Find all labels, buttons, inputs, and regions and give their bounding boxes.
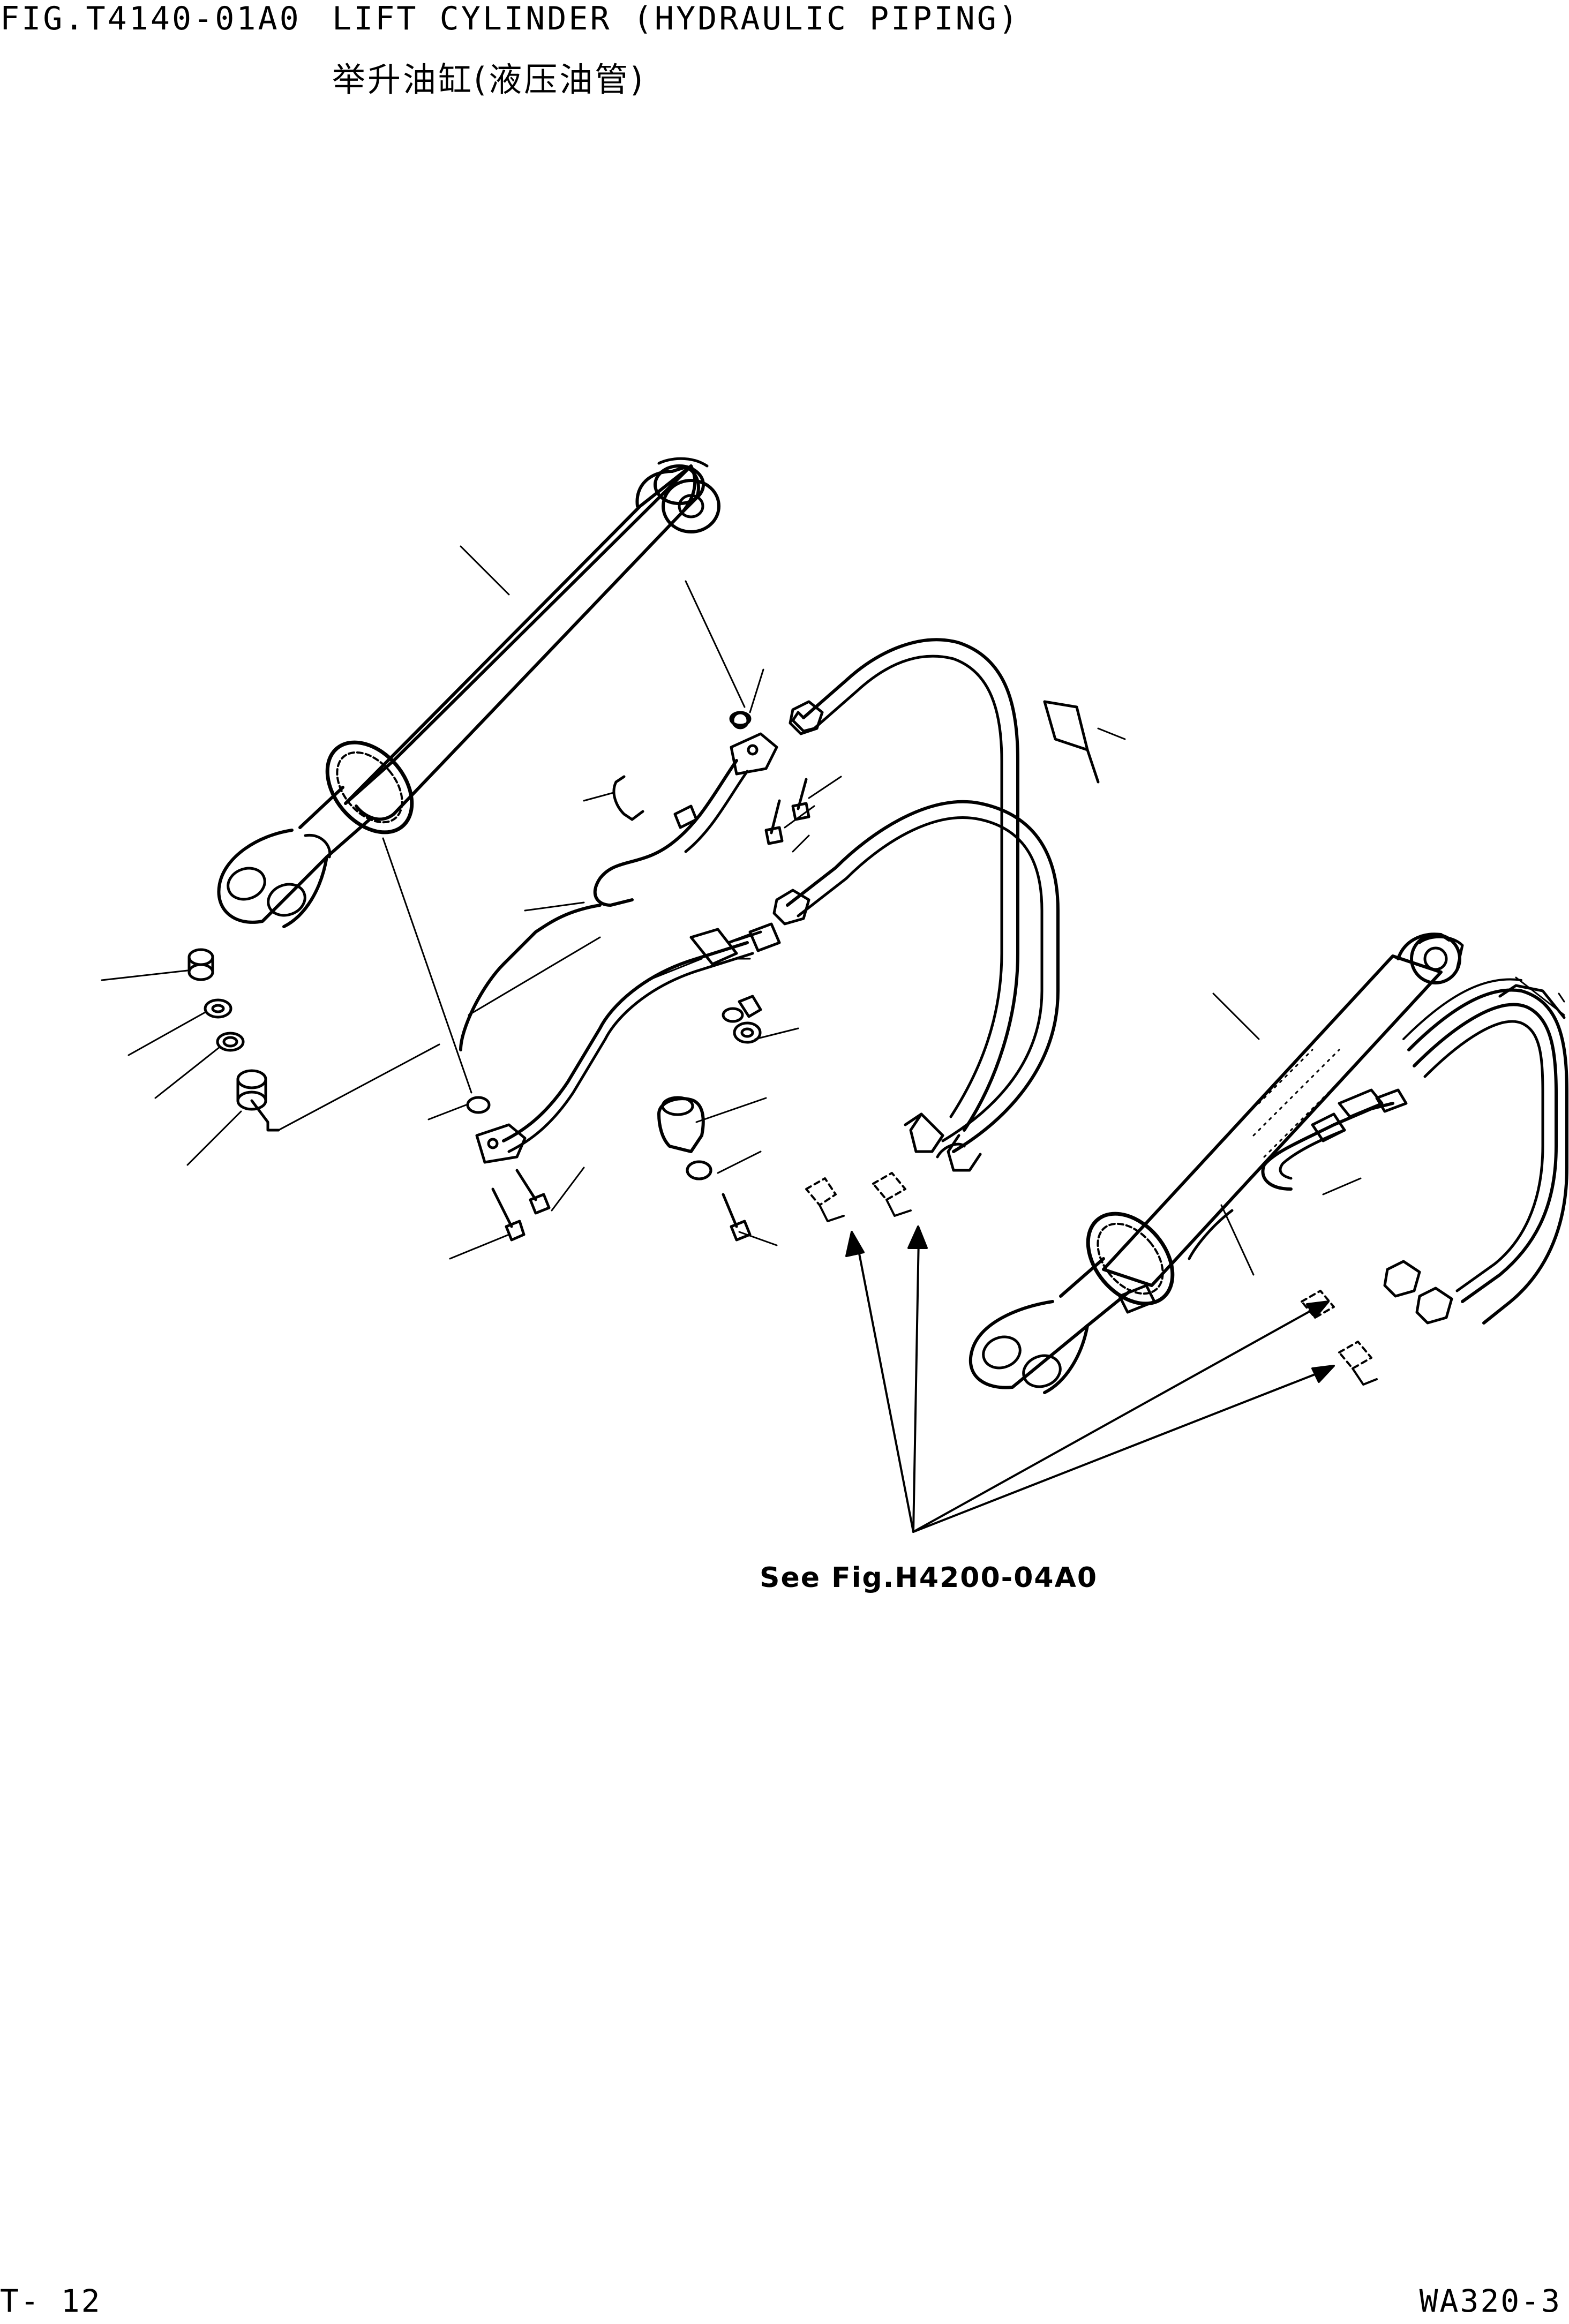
left-hydraulic-tubes [459, 711, 781, 1164]
figure-code: FIG.T4140-01A0 [0, 0, 301, 37]
reference-arrows [845, 1225, 1335, 1533]
right-hoses [1383, 978, 1568, 1325]
fittings [733, 995, 762, 1044]
right-lift-cylinder [969, 932, 1464, 1394]
leader-lines [101, 545, 1565, 1276]
left-lift-cylinder [217, 457, 720, 928]
figure-title-english: LIFT CYLINDER (HYDRAULIC PIPING) [332, 0, 1020, 37]
see-figure-reference: See Fig.H4200-04A0 [760, 1562, 1098, 1594]
right-hydraulic-tubes [1188, 1088, 1408, 1260]
loose-parts [187, 711, 1378, 1386]
left-hoses [772, 638, 1100, 1172]
page-number: T- 12 [0, 2283, 102, 2319]
model-code: WA320-3 [1419, 2283, 1562, 2319]
figure-title-chinese: 举升油缸(液压油管) [332, 60, 645, 99]
